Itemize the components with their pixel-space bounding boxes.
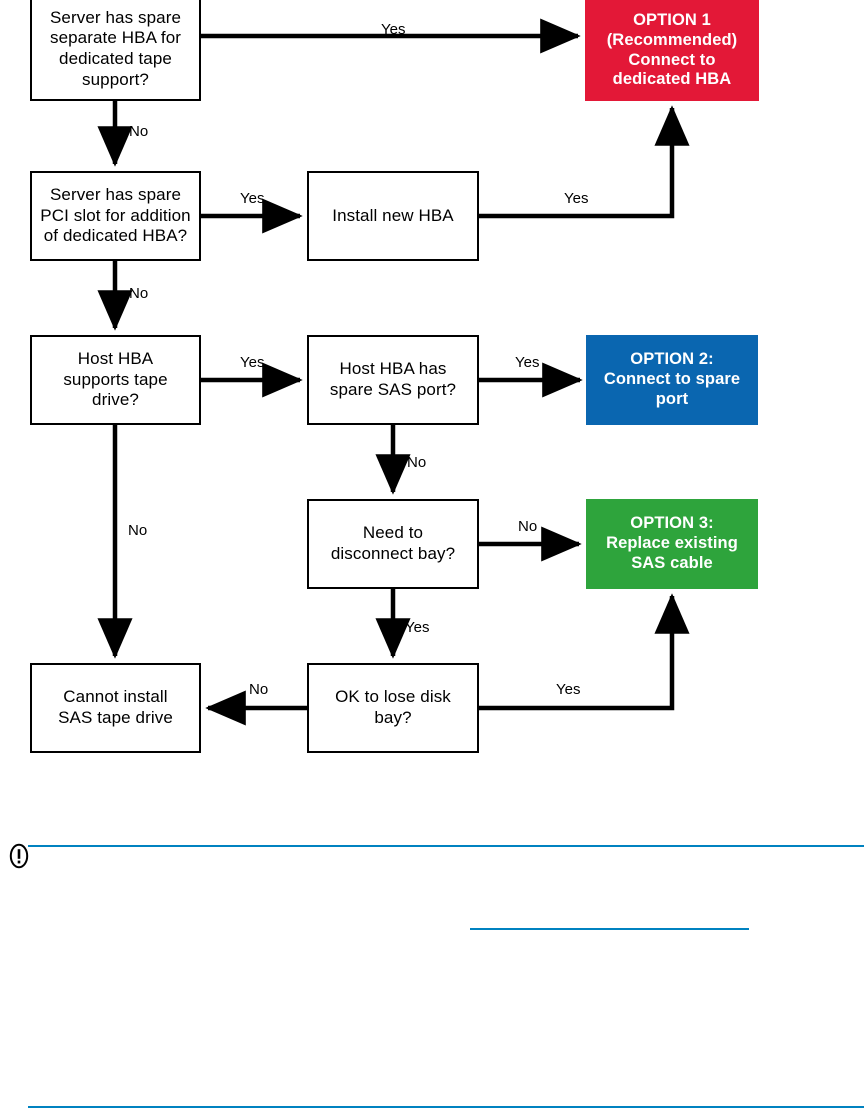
node-server-has-spare-hba[interactable]: Server has spare separate HBA for dedica… [30,0,201,101]
node-option-2-connect-to-spare-port[interactable]: OPTION 2: Connect to spare port [586,335,758,425]
node-label: OPTION 1 (Recommended) Connect to dedica… [606,10,738,89]
page-bottom-rule [28,1106,864,1108]
edge-label-n3-option1: Yes [564,190,589,207]
node-server-has-spare-pci-slot[interactable]: Server has spare PCI slot for addition o… [30,171,201,261]
node-label: OPTION 2: Connect to spare port [603,350,741,408]
edge-label-n2-n4: No [129,285,149,302]
node-label: Need to disconnect bay? [330,523,456,563]
node-cannot-install-sas-tape-drive[interactable]: Cannot install SAS tape drive [30,663,201,753]
node-label: Host HBA supports tape drive? [63,348,168,410]
note-top-rule [28,845,864,847]
caution-exclamation-icon [9,843,29,869]
node-label: Cannot install SAS tape drive [58,687,173,727]
node-option-3-replace-existing-sas-cable[interactable]: OPTION 3: Replace existing SAS cable [586,499,758,589]
edge-label-n2-n3: Yes [240,190,265,207]
node-ok-to-lose-disk-bay[interactable]: OK to lose disk bay? [307,663,479,753]
note-inline-rule [470,928,749,930]
node-option-1-connect-to-dedicated-hba[interactable]: OPTION 1 (Recommended) Connect to dedica… [585,0,759,101]
edge-label-n8-option3: Yes [556,681,581,698]
node-label: Server has spare PCI slot for addition o… [40,184,191,246]
node-host-hba-supports-tape-drive[interactable]: Host HBA supports tape drive? [30,335,201,425]
edge-label-n4-n7: No [128,522,148,539]
node-label: Server has spare separate HBA for dedica… [49,7,182,89]
node-label: OK to lose disk bay? [335,687,451,727]
node-label: Host HBA has spare SAS port? [329,359,457,399]
note-block [0,820,864,1114]
node-label: OPTION 3: Replace existing SAS cable [606,514,738,572]
node-host-hba-has-spare-sas-port[interactable]: Host HBA has spare SAS port? [307,335,479,425]
node-install-new-hba[interactable]: Install new HBA [307,171,479,261]
edge-label-n6-n8: Yes [405,619,430,636]
edge-label-n6-option3: No [518,518,538,535]
edge-label-n1-n2: No [129,123,149,140]
node-label: Install new HBA [332,205,454,225]
edge-label-n4-n5: Yes [240,354,265,371]
edge-label-n5-n6: No [407,454,427,471]
edge-label-n5-option2: Yes [515,354,540,371]
edge-label-n1-option1: Yes [381,21,406,38]
node-need-to-disconnect-bay[interactable]: Need to disconnect bay? [307,499,479,589]
edge-label-n8-n7: No [249,681,269,698]
